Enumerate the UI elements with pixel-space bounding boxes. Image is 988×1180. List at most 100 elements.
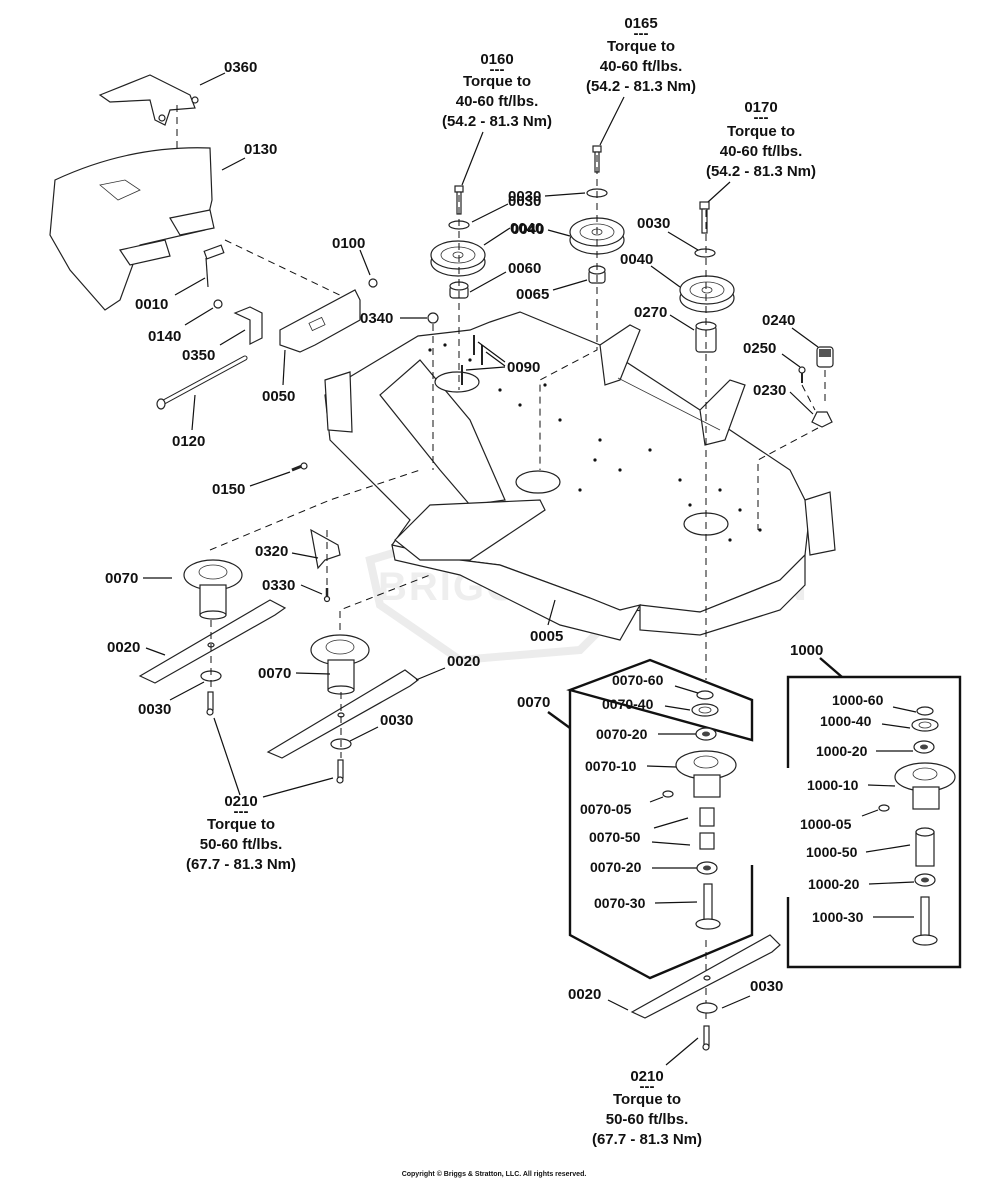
shaft-1000-30[interactable] xyxy=(912,896,938,946)
svg-text:50-60 ft/lbs.: 50-60 ft/lbs. xyxy=(606,1111,689,1128)
bracket-0350[interactable] xyxy=(233,306,263,345)
svg-text:---: --- xyxy=(634,25,649,42)
label-0040-c: 0040 xyxy=(620,251,681,288)
housing-0070-10[interactable] xyxy=(675,750,737,798)
svg-text:Torque to: Torque to xyxy=(463,73,531,90)
bolt-0210-b[interactable] xyxy=(336,759,344,784)
part-number-1000-30: 1000-30 xyxy=(812,909,864,925)
screw-0250[interactable] xyxy=(798,366,806,383)
part-number-0330: 0330 xyxy=(262,577,295,594)
bolt-0150[interactable] xyxy=(291,462,308,472)
grease-fitting-0070-05[interactable] xyxy=(662,790,674,798)
bearing-0070-20-bottom[interactable] xyxy=(696,861,718,875)
label-0070-b: 0070 xyxy=(258,665,331,682)
bolt-0210-c[interactable] xyxy=(702,1025,710,1051)
knob-0240[interactable] xyxy=(816,346,834,368)
fitting-0230[interactable] xyxy=(811,411,833,428)
label-0030-d: 0030 xyxy=(138,681,205,718)
leader-0210-b xyxy=(665,1037,699,1066)
washer-0030-c[interactable] xyxy=(694,248,716,258)
washer-0030-f[interactable] xyxy=(696,1002,718,1014)
svg-text:Torque to: Torque to xyxy=(607,38,675,55)
svg-text:---: --- xyxy=(490,61,505,78)
bearing-1000-20-top[interactable] xyxy=(913,740,935,754)
svg-text:---: --- xyxy=(640,1078,655,1095)
dash-line xyxy=(339,574,431,630)
label-0030-b: 0030 xyxy=(508,188,586,205)
bolt-0170[interactable] xyxy=(699,201,710,234)
nut-0100[interactable] xyxy=(368,278,378,288)
svg-text:Torque to: Torque to xyxy=(207,816,275,833)
label-0040-b xyxy=(547,229,571,237)
label-0020-a: 0020 xyxy=(107,639,166,656)
blade-0020-c[interactable] xyxy=(630,934,781,1019)
svg-text:0210: 0210 xyxy=(224,793,257,810)
label-0150: 0150 xyxy=(212,471,291,498)
part-number-0070-50: 0070-50 xyxy=(589,829,641,845)
seal-0070-40[interactable] xyxy=(691,703,719,717)
pulley-0040-c[interactable] xyxy=(679,275,735,313)
part-number-1000-50: 1000-50 xyxy=(806,844,858,860)
spacer-1000-50[interactable] xyxy=(915,827,935,867)
part-number-1000-10: 1000-10 xyxy=(807,777,859,793)
grease-fitting-1000-05[interactable] xyxy=(878,804,890,812)
assembly-label-1000: 1000 xyxy=(790,642,823,659)
part-number-0030: 0030 xyxy=(508,188,541,205)
part-number-0050: 0050 xyxy=(262,388,295,405)
pulley-0040-b[interactable] xyxy=(569,217,625,255)
label-0350: 0350 xyxy=(182,329,246,364)
part-number-0070-60: 0070-60 xyxy=(612,672,664,688)
retaining-ring-0070-60[interactable] xyxy=(696,690,714,700)
part-number-0070-40: 0070-40 xyxy=(602,696,654,712)
assembly-1000[interactable]: 1000 1000-60 1000-40 1000-20 1000-10 100… xyxy=(786,642,962,969)
part-number-0070-20: 0070-20 xyxy=(596,726,648,742)
pulley-0040-a[interactable] xyxy=(430,240,486,277)
nut-0140[interactable] xyxy=(213,299,223,309)
part-number-0340: 0340 xyxy=(360,310,393,327)
spacer-0270[interactable] xyxy=(695,321,717,353)
bolt-0210-a[interactable] xyxy=(206,691,214,716)
blade-0020-b[interactable] xyxy=(266,669,419,759)
part-number-1000-60: 1000-60 xyxy=(832,692,884,708)
svg-text:Torque to: Torque to xyxy=(727,123,795,140)
label-0270: 0270 xyxy=(634,304,695,331)
part-number-0070-20: 0070-20 xyxy=(590,859,642,875)
assembly-label-0070: 0070 xyxy=(517,694,550,711)
label-0120: 0120 xyxy=(172,394,205,450)
label-0030-e: 0030 xyxy=(349,712,413,742)
bearing-1000-20-bottom[interactable] xyxy=(914,873,936,887)
screw-0330[interactable] xyxy=(323,588,331,603)
label-0140: 0140 xyxy=(148,307,214,345)
label-0340: 0340 xyxy=(360,310,427,327)
svg-text:0210: 0210 xyxy=(630,1068,663,1085)
part-number-0030: 0030 xyxy=(508,193,541,210)
deck-shell[interactable] xyxy=(324,311,836,641)
leader-0210-a2 xyxy=(262,777,334,798)
part-number-0040: 0040 xyxy=(620,251,653,268)
part-number-0070-30: 0070-30 xyxy=(594,895,646,911)
shaft-0070-30[interactable] xyxy=(695,883,721,930)
discharge-chute-0130[interactable] xyxy=(49,147,215,311)
hinge-plate-0050[interactable] xyxy=(279,289,361,353)
bearing-0070-20-top[interactable] xyxy=(695,727,717,741)
part-number-0140: 0140 xyxy=(148,328,181,345)
deflector-bracket-0360[interactable] xyxy=(98,74,199,126)
assembly-0070[interactable]: 0070 0070-60 0070-40 0070-20 0070-10 007… xyxy=(517,658,754,980)
housing-1000-10[interactable] xyxy=(894,762,956,810)
retaining-ring-1000-60[interactable] xyxy=(916,706,934,716)
svg-text:Torque to: Torque to xyxy=(613,1091,681,1108)
hinge-rod-0120[interactable] xyxy=(156,355,248,410)
label-0070-a: 0070 xyxy=(105,570,172,587)
part-number-0250: 0250 xyxy=(743,340,776,357)
label-0050: 0050 xyxy=(262,349,295,405)
part-number-0020: 0020 xyxy=(568,986,601,1003)
seal-1000-40[interactable] xyxy=(911,718,939,732)
spacer-0070-50[interactable] xyxy=(699,807,715,850)
baffle-0320[interactable] xyxy=(310,528,341,570)
spring-0010[interactable] xyxy=(203,244,225,288)
spindle-0070-a[interactable] xyxy=(183,559,243,620)
spindle-0070-b[interactable] xyxy=(310,634,370,695)
nut-0340[interactable] xyxy=(427,312,439,324)
bolts-0090[interactable] xyxy=(461,335,483,385)
svg-text:0160: 0160 xyxy=(480,51,513,68)
